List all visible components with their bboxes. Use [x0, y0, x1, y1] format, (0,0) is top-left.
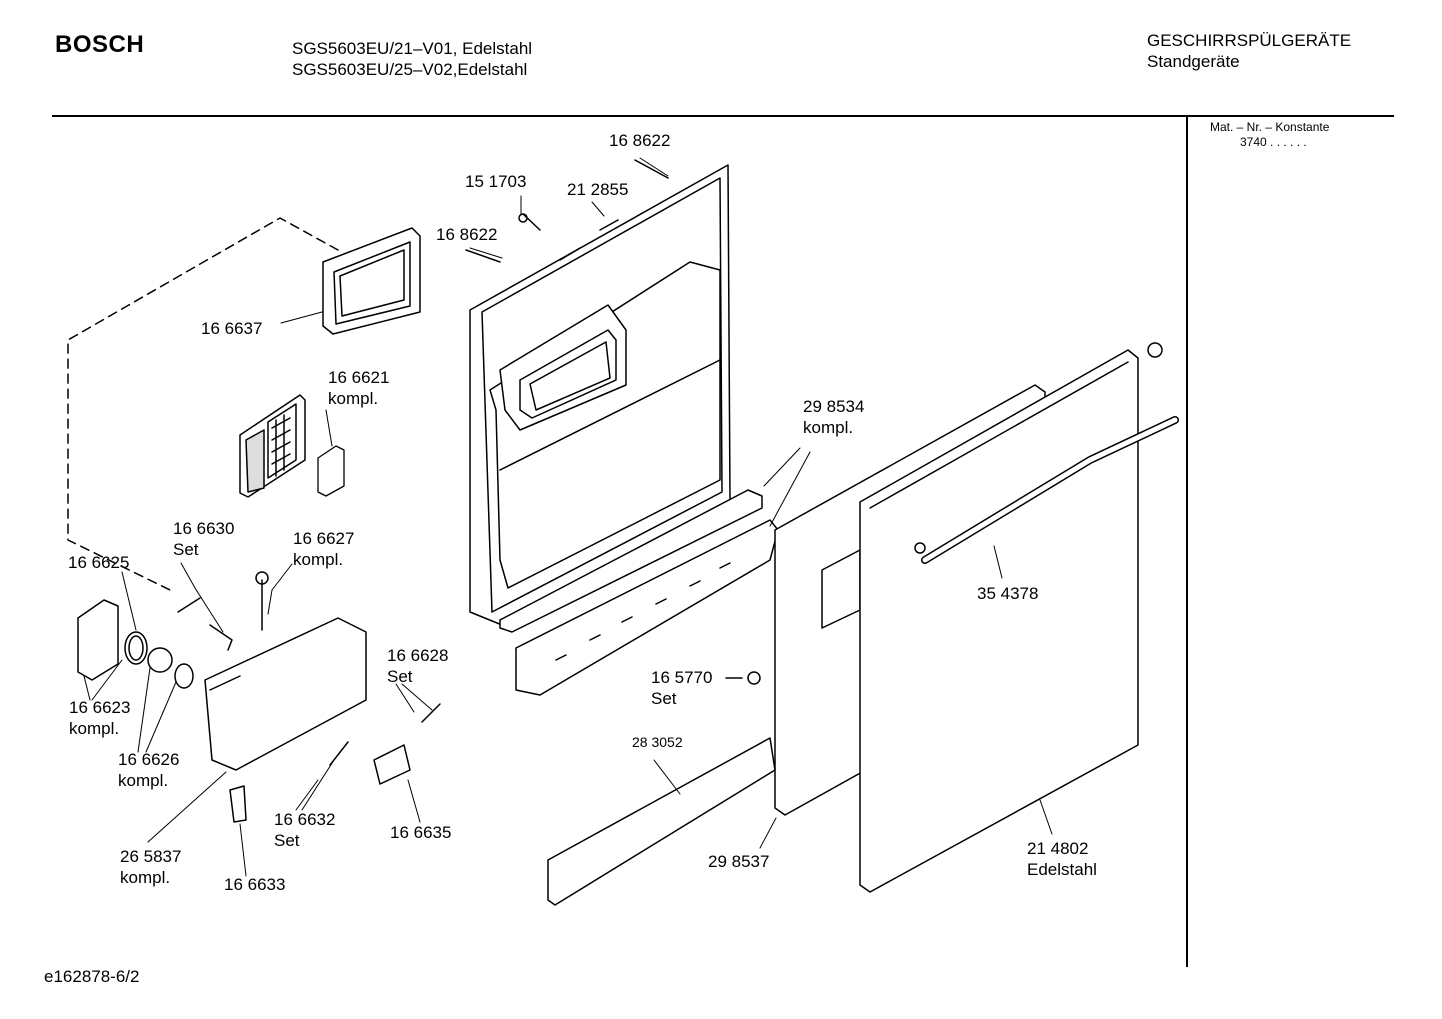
part-cover: [77, 599, 119, 681]
part-label-265837: 26 5837 kompl.: [120, 846, 181, 888]
part-pin: [725, 671, 761, 685]
part-label-354378: 35 4378: [977, 584, 1039, 603]
part-bottom-strip: [547, 737, 776, 906]
part-switch-knob: [147, 647, 194, 689]
drawing-code: e162878-6/2: [44, 967, 140, 986]
part-window-frame: [322, 227, 421, 335]
part-label-166630: 16 6630 Set: [173, 518, 234, 560]
part-label-166627: 16 6627 kompl.: [293, 528, 354, 570]
part-note: Set: [274, 831, 300, 850]
part-panel-insert: [239, 394, 345, 498]
part-screw-small: [518, 213, 541, 231]
brand-logo: BOSCH: [55, 31, 145, 58]
part-number: 26 5837: [120, 847, 182, 866]
part-label-166625: 16 6625: [68, 553, 130, 572]
part-label-166635: 16 6635: [390, 823, 452, 842]
part-label-166621: 16 6621 kompl.: [328, 367, 389, 409]
part-label-168622-left: 16 8622: [436, 225, 498, 244]
header-rule: [52, 115, 1394, 117]
part-spring-small: [177, 597, 201, 613]
part-label-166626: 16 6626 kompl.: [118, 749, 179, 791]
part-ring-gasket: [124, 631, 148, 665]
part-hinge-strip: [499, 489, 779, 696]
part-valve: [255, 571, 269, 631]
material-constant-label: Mat. – Nr. – Konstante: [1210, 120, 1330, 134]
model-line-2: SGS5603EU/25–V02,Edelstahl: [292, 60, 528, 79]
part-label-298534: 29 8534 kompl.: [803, 396, 864, 438]
part-label-298537: 29 8537: [708, 852, 770, 871]
part-label-283052: 28 3052: [632, 734, 683, 750]
part-note: kompl.: [328, 389, 379, 408]
part-number: 16 6628: [387, 646, 449, 665]
part-number: 16 6632: [274, 810, 336, 829]
part-label-166623: 16 6623 kompl.: [69, 697, 130, 739]
part-number: 16 6623: [69, 698, 131, 717]
material-constant-block: Mat. – Nr. – Konstante 3740 . . . . . .: [1210, 120, 1329, 150]
category-subtitle: Standgeräte: [1147, 52, 1240, 71]
material-constant-value: 3740 . . . . . .: [1240, 135, 1307, 149]
part-note: Set: [173, 540, 199, 559]
part-number: 21 4802: [1027, 839, 1089, 858]
part-note: kompl.: [803, 418, 854, 437]
model-line-1: SGS5603EU/21–V01, Edelstahl: [292, 39, 533, 58]
part-bracket: [229, 785, 247, 823]
leader-lines: [83, 195, 1053, 877]
side-rule: [1186, 115, 1188, 967]
part-note: kompl.: [118, 771, 169, 790]
part-label-166637: 16 6637: [201, 319, 263, 338]
part-number: 16 6626: [118, 750, 180, 769]
part-label-166628: 16 6628 Set: [387, 645, 448, 687]
part-screw-top: [634, 157, 669, 179]
part-label-166633: 16 6633: [224, 875, 286, 894]
part-screw-left: [465, 247, 503, 263]
part-number: 16 6627: [293, 529, 355, 548]
part-note: Edelstahl: [1027, 860, 1097, 879]
part-switch-block: [373, 744, 411, 785]
part-number: 29 8534: [803, 397, 865, 416]
part-handle: [914, 342, 1179, 564]
part-number: 16 5770: [651, 668, 713, 687]
category-block: GESCHIRRSPÜLGERÄTE Standgeräte: [1147, 30, 1351, 72]
part-label-166632: 16 6632 Set: [274, 809, 335, 851]
part-label-151703: 15 1703: [465, 172, 527, 191]
part-label-214802: 21 4802 Edelstahl: [1027, 838, 1097, 880]
part-label-168622-top: 16 8622: [609, 131, 671, 150]
part-inner-door: [469, 164, 731, 626]
part-front-panel: [859, 349, 1139, 893]
part-label-212855: 21 2855: [567, 180, 629, 199]
model-list: SGS5603EU/21–V01, Edelstahl SGS5603EU/25…: [292, 38, 532, 80]
part-number: 16 6630: [173, 519, 235, 538]
part-note: Set: [651, 689, 677, 708]
part-note: kompl.: [120, 868, 171, 887]
part-control-module: [204, 617, 367, 771]
part-number: 16 6621: [328, 368, 390, 387]
assembly-dashed-line: [67, 217, 339, 591]
part-note: Set: [387, 667, 413, 686]
part-note: kompl.: [69, 719, 120, 738]
part-label-165770: 16 5770 Set: [651, 667, 712, 709]
part-lever: [209, 624, 233, 651]
category-title: GESCHIRRSPÜLGERÄTE: [1147, 31, 1352, 50]
part-note: kompl.: [293, 550, 344, 569]
